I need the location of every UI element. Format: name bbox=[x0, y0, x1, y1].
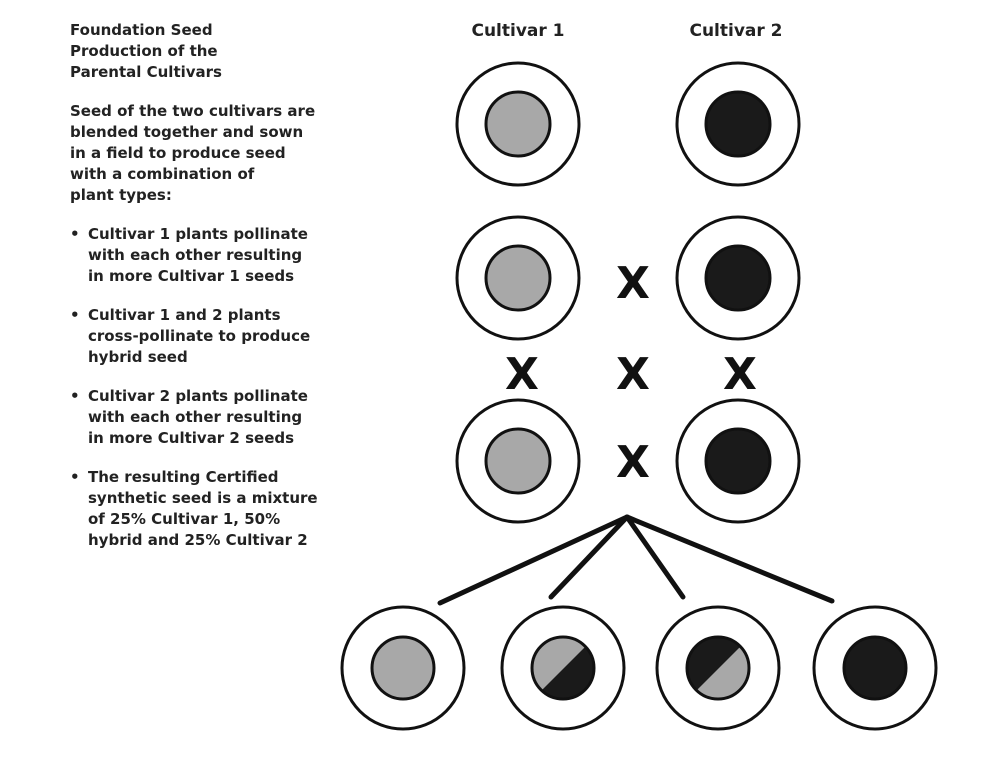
heading-text: Foundation Seed Production of the Parent… bbox=[70, 21, 222, 81]
seed-cultivar-1-row-3 bbox=[455, 398, 581, 524]
bullet-dot: • bbox=[70, 306, 80, 324]
column-label-cultivar-1: Cultivar 1 bbox=[471, 21, 564, 41]
cross-mark: X bbox=[505, 349, 539, 400]
bullet-text-cultivar1-self: Cultivar 1 plants pollinate with each ot… bbox=[88, 225, 308, 285]
seed-cultivar-2-row-1 bbox=[675, 61, 801, 187]
bullet-item: • Cultivar 1 and 2 plants cross-pollinat… bbox=[70, 305, 370, 368]
intro-text: Seed of the two cultivars are blended to… bbox=[70, 102, 316, 204]
bullet-dot: • bbox=[70, 225, 80, 243]
column-label-cultivar-2: Cultivar 2 bbox=[689, 21, 782, 41]
cross-mark: X bbox=[616, 258, 650, 309]
bullet-item: • The resulting Certified synthetic seed… bbox=[70, 467, 370, 551]
bullet-text-cultivar2-self: Cultivar 2 plants pollinate with each ot… bbox=[88, 387, 308, 447]
bullet-dot: • bbox=[70, 468, 80, 486]
description-panel: Foundation Seed Production of the Parent… bbox=[70, 20, 370, 569]
cross-mark: X bbox=[723, 349, 757, 400]
bullet-item: • Cultivar 2 plants pollinate with each … bbox=[70, 386, 370, 449]
result-seed-cultivar-2 bbox=[812, 605, 938, 731]
seed-cultivar-1-row-2 bbox=[455, 215, 581, 341]
bullet-item: • Cultivar 1 plants pollinate with each … bbox=[70, 224, 370, 287]
result-seed-hybrid-1 bbox=[500, 605, 626, 731]
seed-cultivar-2-row-2 bbox=[675, 215, 801, 341]
seed-cultivar-2-row-3 bbox=[675, 398, 801, 524]
cross-mark: X bbox=[616, 437, 650, 488]
bullet-dot: • bbox=[70, 387, 80, 405]
result-seed-hybrid-2 bbox=[655, 605, 781, 731]
seed-cultivar-1-row-1 bbox=[455, 61, 581, 187]
result-seed-cultivar-1 bbox=[340, 605, 466, 731]
branch-lines bbox=[437, 514, 835, 606]
cross-mark: X bbox=[616, 349, 650, 400]
bullet-text-result-mixture: The resulting Certified synthetic seed i… bbox=[88, 468, 318, 549]
bullet-text-cross-pollinate: Cultivar 1 and 2 plants cross-pollinate … bbox=[88, 306, 311, 366]
